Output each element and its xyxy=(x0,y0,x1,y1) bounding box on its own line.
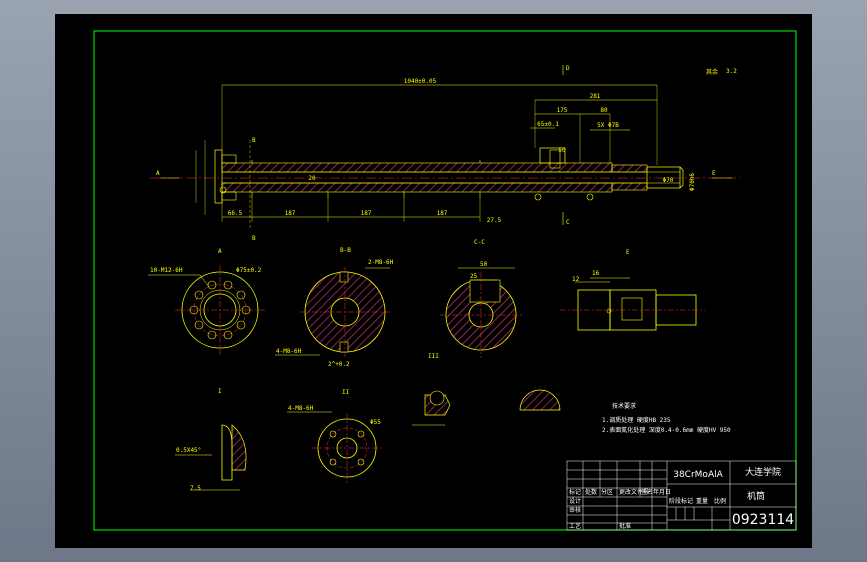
detail-ii-flange: II 4-M8-6H Φ55 xyxy=(287,389,382,483)
tb-cell-10: 比例 xyxy=(714,497,726,505)
dim-80: 80 xyxy=(600,107,608,114)
dim-65: 65±0.1 xyxy=(537,121,559,128)
view-cc-section: C-C 50 25 xyxy=(440,239,522,358)
view-cc-title: C-C xyxy=(474,239,485,246)
title-block-cells: 标记 处数 分区 更改文件号 签名 年月日 设计 审核 工艺 批准 比例 重量 … xyxy=(569,488,726,530)
section-label-e: E xyxy=(712,170,716,177)
view-e-title: E xyxy=(626,249,630,256)
title-block-material: 38CrMoAlA xyxy=(673,470,723,480)
view-bb-section: B-B 2-M8-6H 4-M8-6H 2^+0.2 xyxy=(275,247,394,368)
dim-m5: 5X Φ7B xyxy=(597,122,619,129)
tb-cell-12: 阶段标记 xyxy=(669,497,693,505)
view-bb-title: B-B xyxy=(340,247,351,254)
view-bb-slot-dim: 2^+0.2 xyxy=(328,361,350,368)
drawing-border xyxy=(93,30,797,531)
section-label-b2: B xyxy=(252,235,256,242)
view-bb-thread-note: 2-M8-6H xyxy=(368,259,394,266)
dim-187-b: 187 xyxy=(361,210,372,217)
tb-cell-7: 审核 xyxy=(569,506,581,514)
tb-cell-4: 签名 xyxy=(641,488,653,496)
view-a-pcd-note: Φ75±0.2 xyxy=(236,267,262,274)
tb-cell-9: 批准 xyxy=(619,522,631,530)
tb-cell-5: 年月日 xyxy=(653,488,671,496)
tech-requirements: 技术要求 1.调质处理 硬度HB 235 2.表面氮化处理 深度0.4-0.6m… xyxy=(602,402,731,434)
section-label-d: D xyxy=(566,65,570,72)
detail-iii-title: III xyxy=(428,353,439,360)
view-cc-dim-50: 50 xyxy=(480,261,488,268)
mechanical-drawing: 1040±0.05 281 175 80 65±0.1 5X Φ7B 50 20… xyxy=(93,30,797,531)
tb-cell-8: 工艺 xyxy=(569,522,581,530)
dim-20: 20 xyxy=(308,175,316,182)
detail-i-chamfer: 0.5X45° xyxy=(176,447,201,454)
tb-cell-3: 更改文件号 xyxy=(619,488,649,496)
view-e-detail: E 16 12 xyxy=(560,249,705,331)
roughness-value: 3.2 xyxy=(726,68,737,75)
title-block-drawing-number: 0923114 xyxy=(732,512,794,528)
dim-66: 66.5 xyxy=(228,210,243,217)
detail-iii: III xyxy=(412,353,561,426)
view-cc-dim-25: 25 xyxy=(470,273,478,280)
tb-cell-6: 设计 xyxy=(569,497,581,505)
view-a-title: A xyxy=(218,248,222,255)
section-label-b: B xyxy=(252,137,256,144)
dim-187-c: 187 xyxy=(437,210,448,217)
view-e-dim-16: 16 xyxy=(592,270,600,277)
dim-phi70: Φ70 xyxy=(663,177,674,184)
title-block-part-name: 机筒 xyxy=(747,490,765,502)
dim-phi-right: Φ70h6 xyxy=(689,173,696,191)
section-label-c: C xyxy=(566,219,570,226)
cad-viewport[interactable]: 1040±0.05 281 175 80 65±0.1 5X Φ7B 50 20… xyxy=(55,14,812,548)
detail-ii-title: II xyxy=(342,389,350,396)
tech-req-title: 技术要求 xyxy=(612,402,636,410)
tech-req-2: 2.表面氮化处理 深度0.4-0.6mm 硬度HV 950 xyxy=(602,426,731,434)
section-label-a: A xyxy=(156,170,160,177)
roughness-general: 其余 xyxy=(706,68,718,76)
detail-ii-phi55: Φ55 xyxy=(370,419,381,426)
tech-req-1: 1.调质处理 硬度HB 235 xyxy=(602,416,671,424)
dim-175: 175 xyxy=(557,107,568,114)
overall-length-dim: 1040±0.05 xyxy=(404,78,437,85)
view-bb-m8-note: 4-M8-6H xyxy=(276,348,302,355)
dim-281: 281 xyxy=(590,93,601,100)
tb-cell-0: 标记 xyxy=(569,488,581,496)
dim-27-5: 27.5 xyxy=(487,217,502,224)
view-a-thread-note: 10-M12-6H xyxy=(150,267,183,274)
tb-cell-11: 重量 xyxy=(696,497,708,505)
tb-cell-2: 分区 xyxy=(601,488,613,496)
detail-i-title: I xyxy=(218,388,222,395)
view-a-flange: A 10-M12-6H Φ75±0.2 xyxy=(148,248,265,355)
detail-i: I 0.5X45° 7.5 xyxy=(175,388,247,492)
main-shaft-view: 1040±0.05 281 175 80 65±0.1 5X Φ7B 50 20… xyxy=(150,65,740,242)
dim-187-a: 187 xyxy=(285,210,296,217)
detail-ii-thread: 4-M8-6H xyxy=(288,405,314,412)
title-block-school: 大连学院 xyxy=(745,466,781,478)
title-block xyxy=(566,460,797,531)
detail-i-dim-75: 7.5 xyxy=(190,485,201,492)
dim-50: 50 xyxy=(558,147,566,154)
tb-cell-1: 处数 xyxy=(585,488,597,496)
view-e-dim-12: 12 xyxy=(572,276,580,283)
